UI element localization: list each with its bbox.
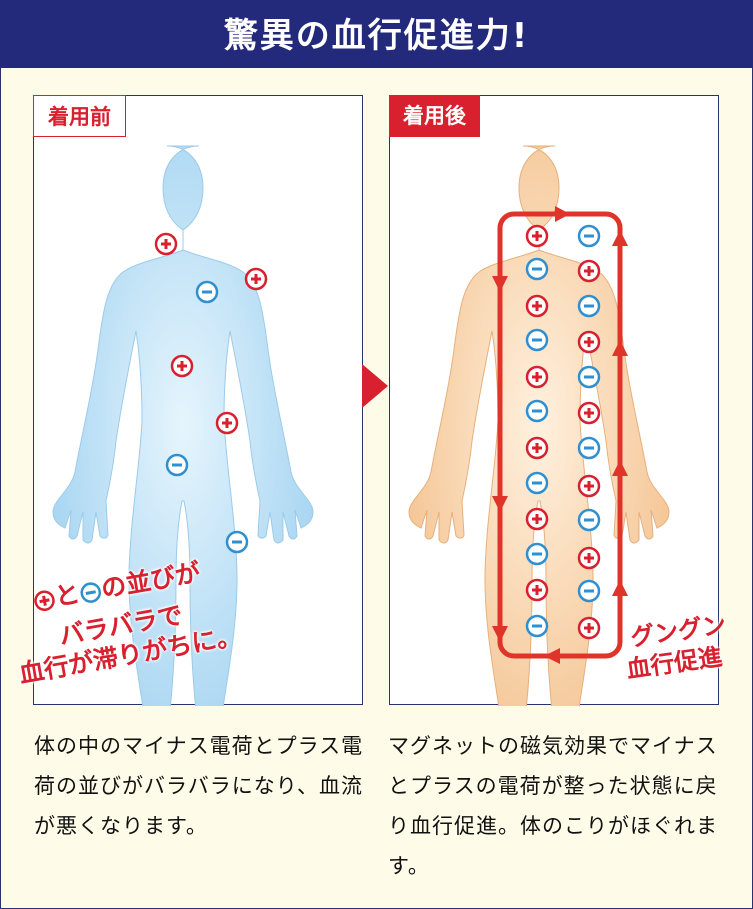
minus-charge-icon: [577, 436, 601, 460]
plus-charge-icon: [154, 232, 178, 256]
minus-charge-icon: [577, 365, 601, 389]
plus-charge-icon: [525, 578, 549, 602]
plus-charge-icon: [577, 546, 601, 570]
minus-charge-icon: [577, 224, 601, 248]
before-label: 着用前: [33, 95, 126, 137]
minus-charge-icon: [525, 257, 549, 281]
plus-charge-icon: [577, 259, 601, 283]
before-description: 体の中のマイナス電荷とプラス電荷の並びがバラバラになり、血流が悪くなります。: [34, 734, 364, 838]
after-label: 着用後: [389, 95, 480, 137]
plus-charge-icon: [244, 267, 268, 291]
page-title: 驚異の血行促進力!: [223, 16, 530, 56]
next-arrow-icon: [362, 364, 388, 408]
plus-charge-icon: [525, 436, 549, 460]
plus-charge-icon: [34, 590, 55, 612]
blue-body-figure: [52, 145, 314, 706]
plus-charge-icon: [525, 224, 549, 248]
before-panel: 着用前: [33, 95, 363, 706]
plus-charge-icon: [577, 401, 601, 425]
circulation-arrowheads: [492, 206, 628, 664]
plus-charge-icon: [525, 294, 549, 318]
orange-body-figure: [408, 145, 670, 706]
minus-charge-icon: [525, 542, 549, 566]
after-description: マグネットの磁気効果でマイナスとプラスの電荷が整った状態に戻り血行促進。体のこり…: [388, 734, 718, 878]
minus-charge-icon: [80, 582, 102, 603]
minus-charge-icon: [577, 508, 601, 532]
before-note-line1: との並びが: [30, 553, 203, 618]
plus-charge-icon: [577, 330, 601, 354]
plus-charge-icon: [577, 474, 601, 498]
minus-charge-icon: [577, 294, 601, 318]
minus-charge-icon: [525, 614, 549, 638]
plus-charge-icon: [577, 616, 601, 640]
minus-charge-icon: [525, 328, 549, 352]
minus-charge-icon: [165, 453, 189, 477]
minus-charge-icon: [195, 280, 219, 304]
plus-charge-icon: [525, 365, 549, 389]
after-panel: 着用後: [389, 95, 719, 706]
plus-charge-icon: [215, 411, 239, 435]
minus-charge-icon: [525, 399, 549, 423]
plus-charge-icon: [525, 507, 549, 531]
header-bar: 驚異の血行促進力!: [0, 0, 753, 68]
minus-charge-icon: [525, 471, 549, 495]
minus-charge-icon: [225, 530, 249, 554]
minus-charge-icon: [577, 579, 601, 603]
plus-charge-icon: [170, 354, 194, 378]
